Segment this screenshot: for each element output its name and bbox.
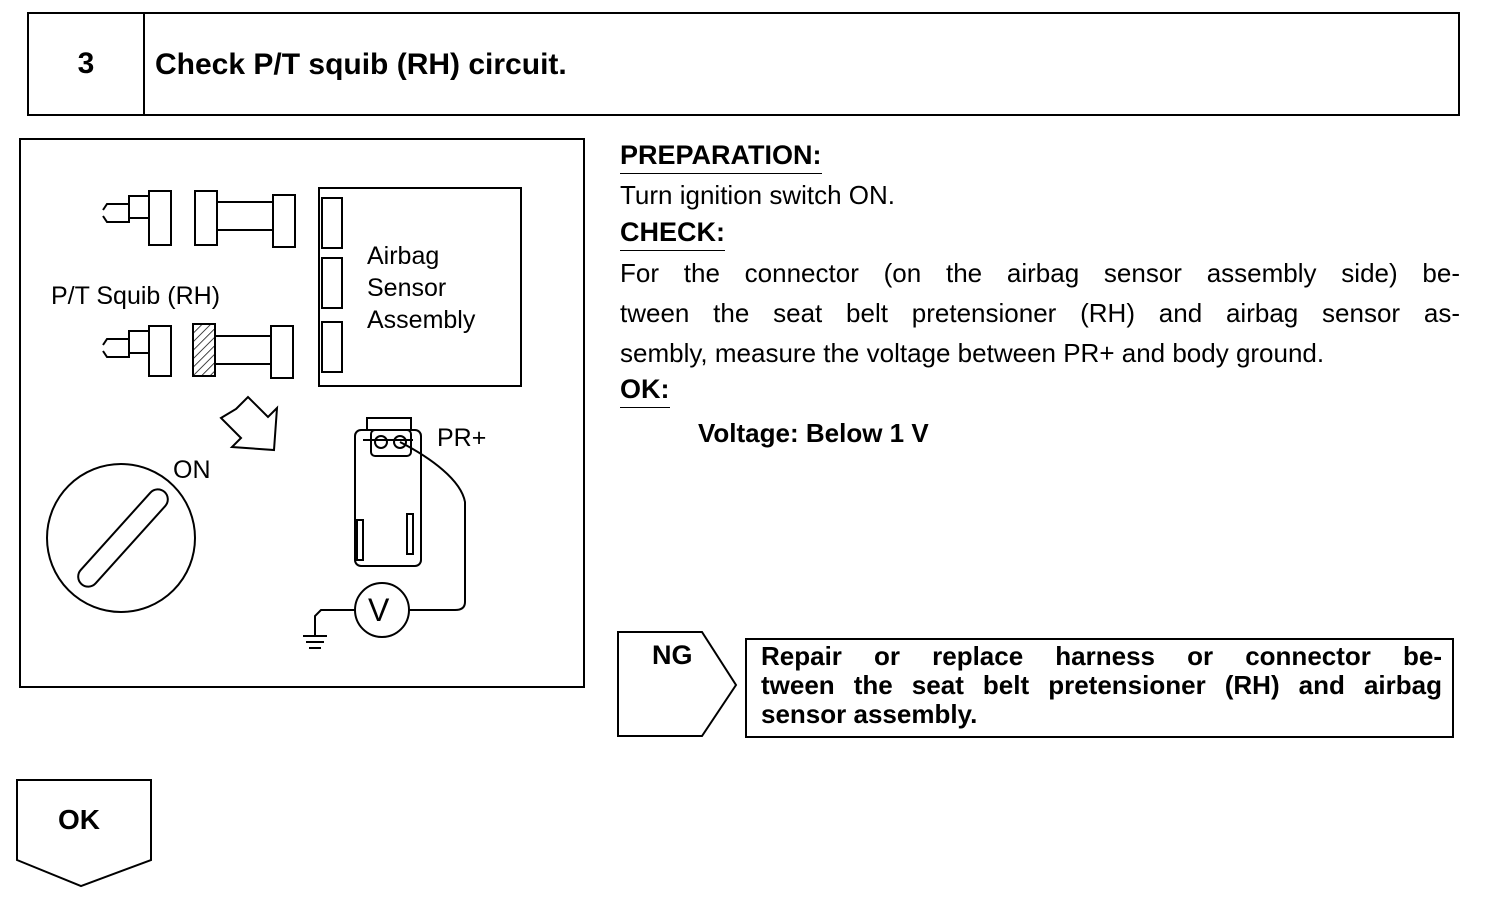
measured-connector [354, 417, 422, 567]
step-header: 3 Check P/T squib (RH) circuit. [27, 12, 1460, 116]
preparation-heading: PREPARATION: [620, 140, 822, 174]
squib-label: P/T Squib (RH) [51, 282, 221, 310]
voltmeter-v-label: V [368, 592, 390, 628]
ng-label: NG [652, 640, 693, 670]
ok-heading: OK: [620, 374, 670, 408]
airbag-label-line-2: Sensor [367, 274, 447, 302]
check-heading: CHECK: [620, 217, 725, 251]
hollow-arrow [219, 395, 279, 452]
check-text-line-2: tween the seat belt pretensioner (RH) an… [620, 298, 1460, 328]
check-text-line-1: For the connector (on the airbag sensor … [620, 258, 1460, 288]
step-number: 3 [29, 14, 145, 114]
airbag-label-line-3: Assembly [367, 306, 476, 334]
pr-plus-label: PR+ [437, 424, 487, 452]
voltmeter-wiring [303, 441, 466, 649]
lower-connector [102, 323, 294, 379]
upper-connector [102, 190, 296, 248]
circuit-figure: P/T Squib (RH) Airbag Sensor Assembly ON… [19, 138, 585, 688]
ng-action-line-3: sensor assembly. [761, 699, 978, 729]
ok-spec: Voltage: Below 1 V [698, 418, 929, 448]
airbag-sensor-assembly [318, 187, 522, 387]
ng-action-box: Repair or replace harness or connector b… [745, 638, 1454, 738]
airbag-label-line-1: Airbag [367, 242, 440, 270]
step-title: Check P/T squib (RH) circuit. [155, 48, 567, 81]
ignition-key-icon [46, 463, 196, 613]
ng-action-line-1: Repair or replace harness or connector b… [761, 641, 1442, 671]
on-label: ON [173, 456, 211, 484]
ng-arrow [617, 631, 738, 737]
circuit-diagram [46, 187, 522, 649]
ok-label: OK [58, 804, 100, 835]
ng-action-line-2: tween the seat belt pretensioner (RH) an… [761, 670, 1442, 700]
check-text-line-3: sembly, measure the voltage between PR+ … [620, 338, 1325, 368]
preparation-text: Turn ignition switch ON. [620, 180, 896, 210]
ok-arrow [16, 779, 152, 888]
